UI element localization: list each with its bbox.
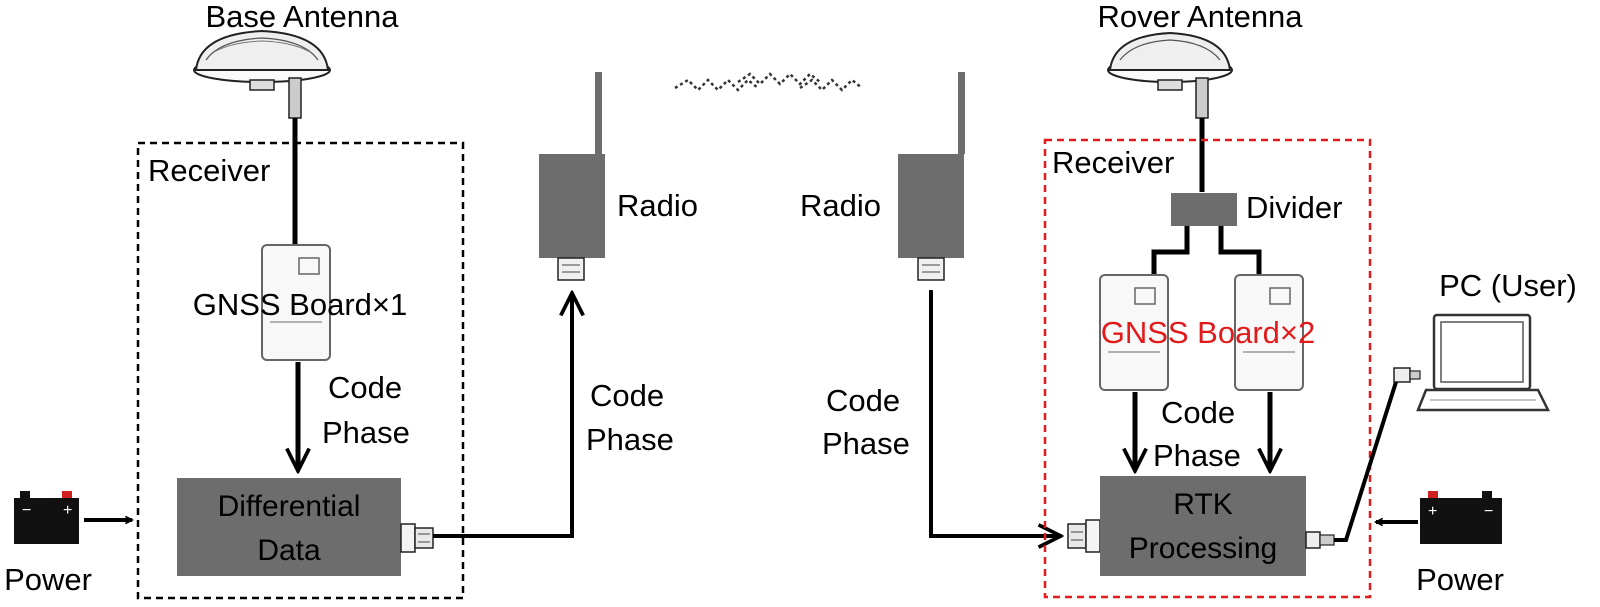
base-link-cable	[433, 294, 572, 538]
base-board-label: GNSS Board×1	[193, 287, 408, 322]
rtk-line2: Processing	[1129, 532, 1277, 565]
differential-line2: Data	[257, 534, 321, 567]
base-serial-connector-icon	[400, 523, 434, 553]
divider-box	[1171, 193, 1237, 226]
base-gnss-board-icon	[261, 244, 331, 361]
divider-label: Divider	[1246, 190, 1342, 225]
rover-battery-icon: + −	[1420, 491, 1502, 544]
base-radio-label: Radio	[617, 188, 698, 223]
rover-link-code-label: Code	[826, 383, 900, 418]
svg-text:+: +	[1428, 503, 1437, 520]
base-receiver-label: Receiver	[148, 153, 270, 188]
svg-text:−: −	[1484, 503, 1493, 520]
rtk-line1: RTK	[1173, 488, 1232, 521]
radio-wave-icon	[674, 72, 863, 92]
base-code-label: Code	[328, 370, 402, 405]
rover-antenna-icon	[1107, 31, 1233, 119]
rover-receiver-label: Receiver	[1052, 145, 1174, 180]
differential-line1: Differential	[218, 490, 361, 523]
rover-gnss-board1-icon	[1099, 274, 1169, 391]
rtk-processing-box	[1100, 476, 1306, 576]
divider-to-board2-cable	[1218, 226, 1262, 280]
rover-link-phase-label: Phase	[822, 426, 910, 461]
rover-board-label: GNSS Board×2	[1101, 315, 1316, 350]
pc-usb-cable	[1334, 381, 1398, 542]
base-link-phase-label: Phase	[586, 422, 674, 457]
divider-to-board1-cable	[1151, 226, 1190, 280]
rover-antenna-label: Rover Antenna	[1097, 0, 1303, 34]
rover-gnss-board2-icon	[1234, 274, 1304, 391]
rover-power-label: Power	[1416, 562, 1504, 597]
base-receiver-box	[136, 141, 465, 600]
rover-serial-connector-icon	[1067, 519, 1101, 553]
svg-text:+: +	[63, 502, 72, 519]
base-battery-icon: − +	[14, 491, 79, 544]
base-link-code-label: Code	[590, 378, 664, 413]
base-phase-label: Phase	[322, 415, 410, 450]
base-radio-icon	[539, 72, 605, 281]
rover-code-label: Code	[1161, 395, 1235, 430]
pc-usb-plug-icon	[1393, 367, 1421, 383]
pc-label: PC (User)	[1439, 268, 1577, 303]
base-antenna-label: Base Antenna	[205, 0, 399, 34]
rover-usb-connector-icon	[1305, 531, 1335, 549]
rover-link-cable	[929, 290, 1060, 536]
svg-text:−: −	[22, 502, 31, 519]
base-power-label: Power	[4, 562, 92, 597]
differential-data-box	[177, 478, 401, 576]
rover-radio-label: Radio	[800, 188, 881, 223]
base-antenna-icon	[193, 29, 331, 119]
rover-receiver-box	[1043, 138, 1372, 599]
rover-radio-icon	[898, 72, 965, 281]
laptop-icon	[1416, 313, 1551, 412]
rover-phase-label: Phase	[1153, 438, 1241, 473]
